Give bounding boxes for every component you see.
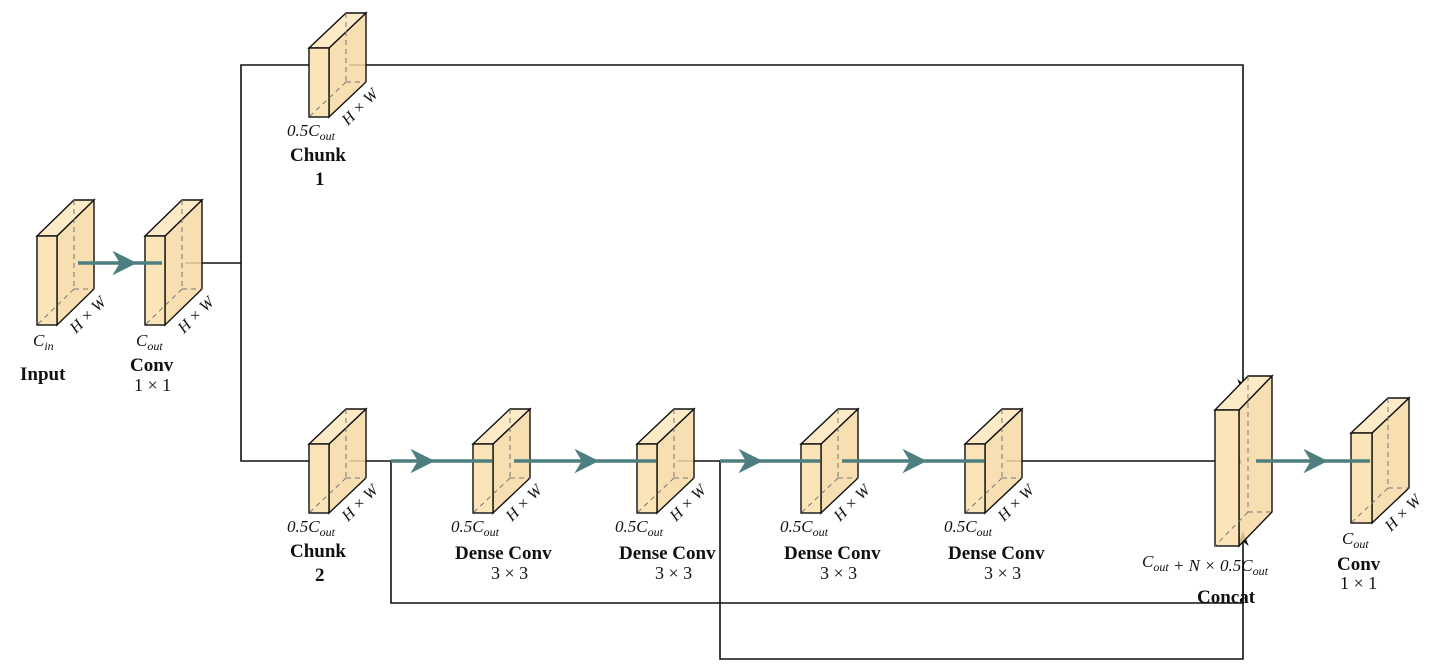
dense2-channels: 0.5Cout (615, 517, 664, 539)
conv2-op: 1 × 1 (1340, 573, 1377, 593)
wire-split-to-chunk1 (240, 59, 328, 263)
concat-name: Concat (1197, 587, 1256, 608)
chunk2-name: Chunk (290, 541, 346, 562)
wire-chunk1-to-concat (349, 64, 1249, 394)
dense1-name: Dense Conv (455, 543, 552, 564)
chunk2-op: 2 (315, 565, 325, 586)
dense4-channels: 0.5Cout (944, 517, 993, 539)
wire-dense2-skip (677, 460, 1244, 660)
conv1-op: 1 × 1 (134, 375, 171, 395)
chunk2-channels: 0.5Cout (287, 517, 336, 539)
concat-channels: Cout + N × 0.5Cout (1142, 552, 1269, 578)
conv1-name: Conv (130, 355, 174, 376)
chunk1-op: 1 (315, 169, 325, 190)
dense1-op: 3 × 3 (491, 563, 528, 583)
block-conv1 (143, 198, 204, 327)
dense2-op: 3 × 3 (655, 563, 692, 583)
input-name: Input (20, 364, 66, 385)
input-channels: Cin (33, 331, 54, 353)
block-conv2 (1349, 396, 1411, 525)
dense1-channels: 0.5Cout (451, 517, 500, 539)
chunk1-channels: 0.5Cout (287, 121, 336, 143)
conv2-name: Conv (1337, 554, 1381, 575)
dense4-name: Dense Conv (948, 543, 1045, 564)
wire-dense4-to-concat (1006, 460, 1238, 472)
dense3-channels: 0.5Cout (780, 517, 829, 539)
blocks (35, 11, 1411, 548)
block-input (35, 198, 96, 327)
dense4-op: 3 × 3 (984, 563, 1021, 583)
flow-arrows (78, 250, 1370, 474)
conv2-channels: Cout (1342, 529, 1369, 551)
block-concat (1213, 374, 1274, 548)
conv1-channels: Cout (136, 331, 163, 353)
dense2-name: Dense Conv (619, 543, 716, 564)
block-chunk2 (307, 407, 368, 515)
block-chunk1 (307, 11, 368, 119)
dense3-op: 3 × 3 (820, 563, 857, 583)
dense3-name: Dense Conv (784, 543, 881, 564)
chunk1-name: Chunk (290, 145, 346, 166)
wire-split-to-chunk2 (240, 263, 328, 467)
